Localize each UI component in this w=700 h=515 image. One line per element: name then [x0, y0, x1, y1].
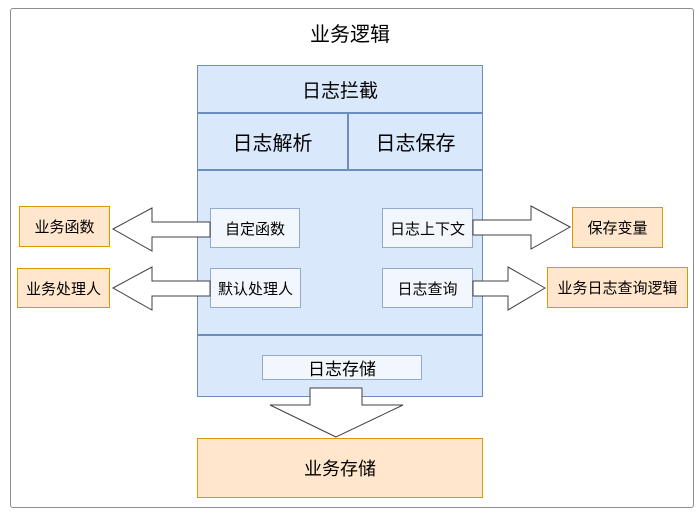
node-business-function: 业务函数: [19, 206, 110, 247]
node-business-log-query-logic: 业务日志查询逻辑: [547, 267, 688, 308]
node-log-context: 日志上下文: [382, 208, 473, 248]
diagram-title: 业务逻辑: [310, 23, 390, 46]
node-business-handler: 业务处理人: [17, 268, 110, 308]
node-default-handler: 默认处理人: [210, 268, 301, 308]
node-log-parse: 日志解析: [197, 113, 348, 170]
node-log-interceptor: 日志拦截: [197, 65, 483, 113]
node-save-variable: 保存变量: [572, 207, 663, 248]
diagram-frame: [10, 8, 694, 508]
node-business-storage: 业务存储: [197, 438, 483, 498]
node-log-storage: 日志存储: [262, 355, 422, 380]
node-log-query: 日志查询: [382, 268, 473, 308]
container-body: [197, 170, 483, 335]
node-custom-function: 自定函数: [210, 208, 300, 248]
node-log-save: 日志保存: [348, 113, 483, 170]
